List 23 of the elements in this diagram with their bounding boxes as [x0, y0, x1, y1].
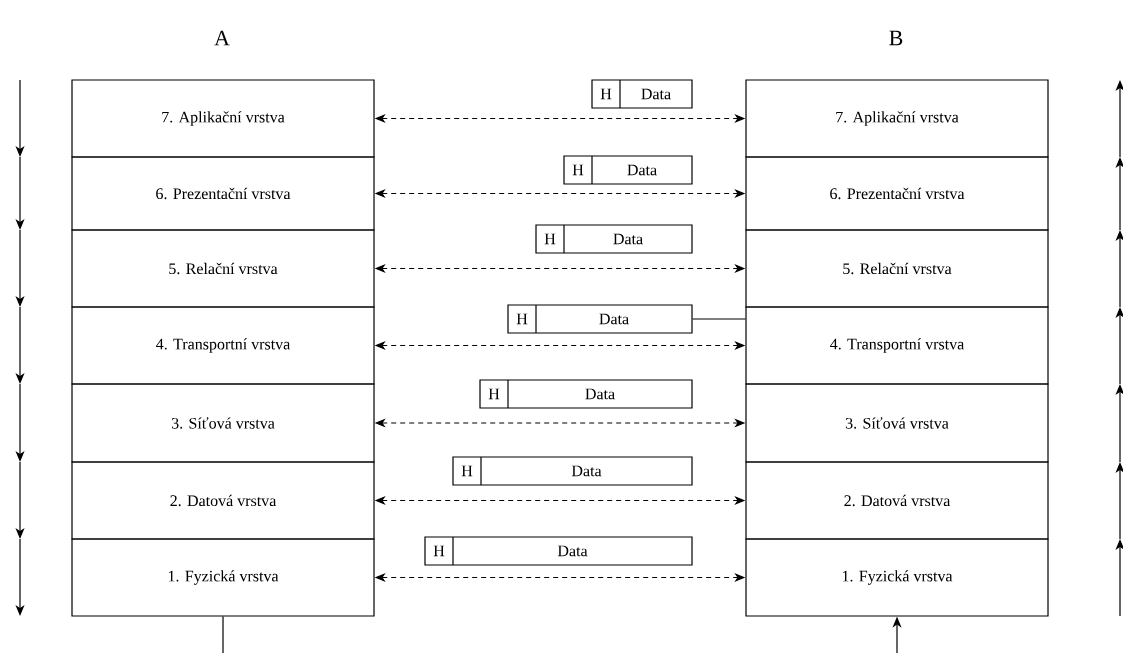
packet-box: H Data — [424, 536, 693, 566]
layer-box: 4. Transportní vrstva — [71, 306, 375, 385]
layer-box: 5. Relační vrstva — [71, 229, 375, 308]
layer-box: 6. Prezentační vrstva — [745, 156, 1049, 231]
layer-box: 1. Fyzická vrstva — [71, 538, 375, 617]
layer-box: 7. Aplikační vrstva — [71, 79, 375, 158]
layer-box: 5. Relační vrstva — [745, 229, 1049, 308]
stack-title: B — [889, 30, 903, 46]
layer-box: 3. Síťová vrstva — [745, 383, 1049, 463]
layer-box: 7. Aplikační vrstva — [745, 79, 1049, 158]
packet-box: H Data — [452, 456, 693, 486]
packet-box: H Data — [535, 224, 693, 254]
packet-box: H Data — [479, 379, 693, 409]
stack-title: A — [214, 30, 230, 46]
layer-box: 6. Prezentační vrstva — [71, 156, 375, 231]
layer-box: 3. Síťová vrstva — [71, 383, 375, 463]
layer-box: 2. Datová vrstva — [71, 461, 375, 540]
layer-box: 4. Transportní vrstva — [745, 306, 1049, 385]
packet-box: H Data — [507, 304, 693, 334]
layer-box: 1. Fyzická vrstva — [745, 538, 1049, 617]
packet-box: H Data — [563, 155, 693, 185]
packet-box: H Data — [591, 79, 693, 109]
layer-box: 2. Datová vrstva — [745, 461, 1049, 540]
